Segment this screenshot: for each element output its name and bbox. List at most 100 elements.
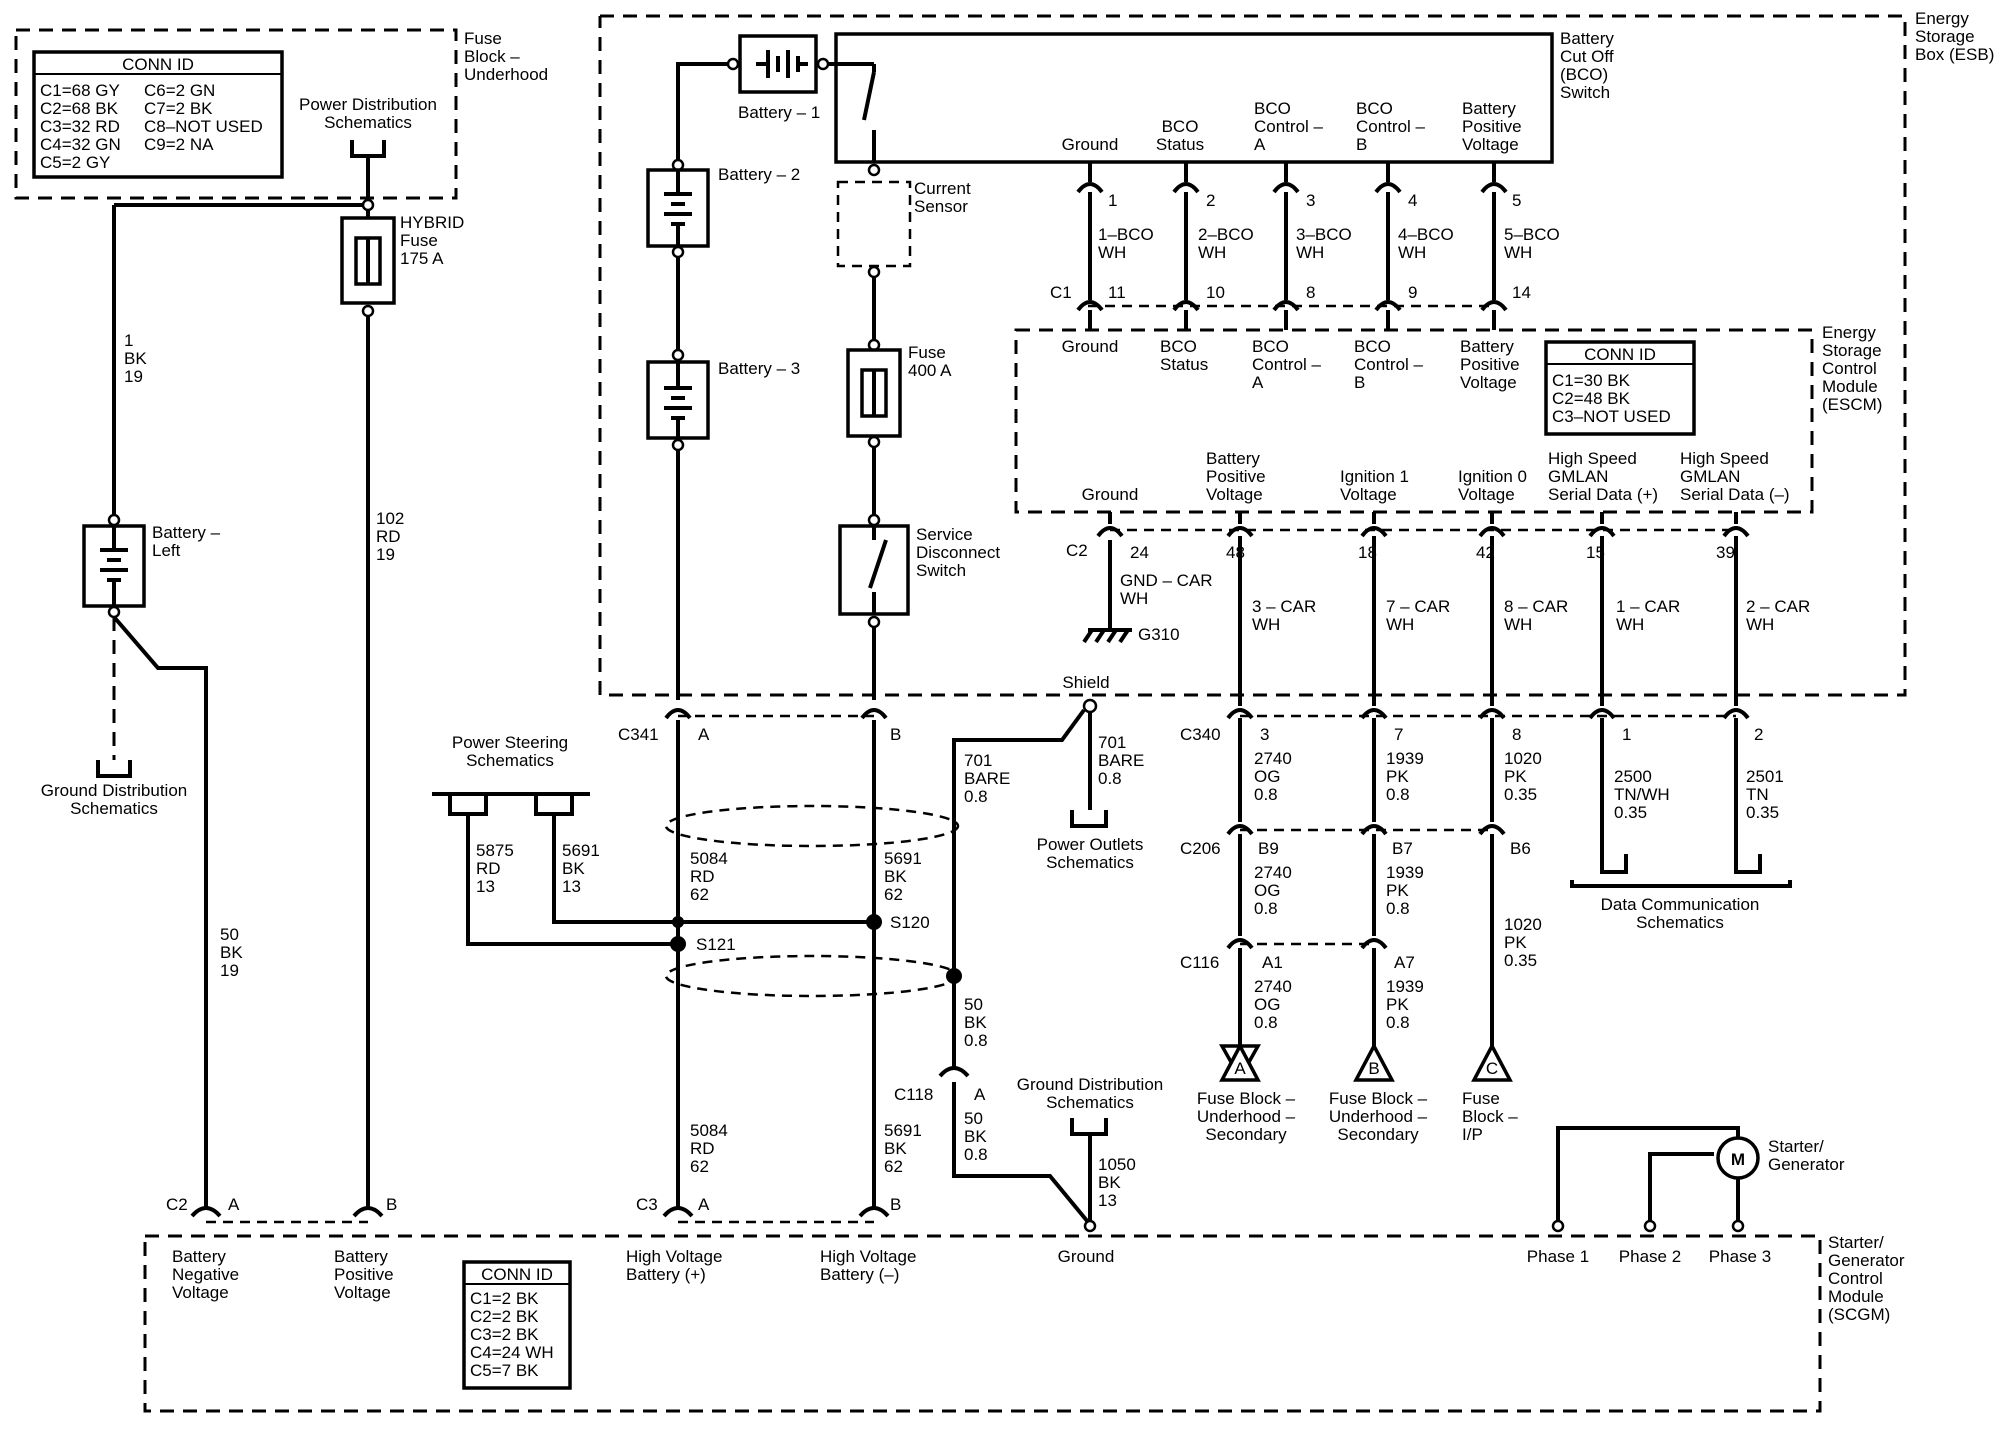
- motor-icon: [1716, 1136, 1760, 1180]
- splice-s120: [866, 914, 882, 930]
- bco-connector-arc-3: [1272, 182, 1300, 194]
- current-sensor-icon: [836, 180, 912, 268]
- escm-c2-arc-2: [1226, 526, 1254, 538]
- svg-text:B7: B7: [1392, 839, 1413, 858]
- escm-c2-arc-1: [1096, 526, 1124, 538]
- c340-label: C340: [1180, 725, 1221, 744]
- bco-pin-3: 3: [1306, 191, 1315, 210]
- bco-pin-2: 2: [1206, 191, 1215, 210]
- c1-connector-arc-2: [1172, 300, 1200, 312]
- svg-text:A: A: [698, 725, 710, 744]
- svg-text:Ground: Ground: [1082, 485, 1139, 504]
- svg-text:Ground: Ground: [1058, 1247, 1115, 1266]
- bco-wires: [1076, 162, 1508, 330]
- svg-text:B9: B9: [1258, 839, 1279, 858]
- escm-zone: [1014, 328, 1814, 514]
- svg-text:48: 48: [1226, 543, 1245, 562]
- bco-switch-icon: [836, 62, 881, 177]
- escm-c2-arc-4: [1478, 526, 1506, 538]
- svg-text:Phase 2: Phase 2: [1619, 1247, 1681, 1266]
- c340-wires: [664, 708, 1750, 1046]
- battery-2-label: Battery – 2: [718, 165, 800, 184]
- offpage-triangle-a: [1219, 1042, 1261, 1082]
- scgm-zone: [143, 1234, 1822, 1413]
- svg-text:8: 8: [1512, 725, 1521, 744]
- svg-text:Ground: Ground: [1062, 337, 1119, 356]
- svg-text:3: 3: [1260, 725, 1269, 744]
- battery-1-icon: [726, 34, 830, 94]
- battery-3-label: Battery – 3: [718, 359, 800, 378]
- splice-s120b: [672, 916, 684, 928]
- s120-label: S120: [890, 913, 930, 932]
- splice-top: [361, 198, 375, 212]
- svg-text:M: M: [1731, 1150, 1745, 1169]
- svg-text:24: 24: [1130, 543, 1149, 562]
- svg-text:A1: A1: [1262, 953, 1283, 972]
- c118-connector: [938, 1066, 970, 1078]
- scgm-c2-label: C2: [166, 1195, 188, 1214]
- bco-connector-arc-1: [1076, 182, 1104, 194]
- c1-connector-arc-3: [1272, 300, 1300, 312]
- svg-text:Phase 3: Phase 3: [1709, 1247, 1771, 1266]
- c116-arc-2: [1360, 938, 1388, 950]
- bco-connector-arc-4: [1374, 182, 1402, 194]
- offpage-b-label: Fuse Block –Underhood –Secondary: [1329, 1089, 1428, 1144]
- scgm-c3-label: C3: [636, 1195, 658, 1214]
- shield-ellipse-top: [664, 804, 960, 848]
- c206-arc-1: [1226, 824, 1254, 836]
- svg-text:B: B: [890, 725, 901, 744]
- c116-arc-1: [1226, 938, 1254, 950]
- svg-text:7: 7: [1394, 725, 1403, 744]
- svg-text:B: B: [890, 1195, 901, 1214]
- shield-terminal: [1082, 698, 1098, 714]
- ground-g310-icon: [1082, 628, 1132, 644]
- ground-g310-label: G310: [1138, 625, 1180, 644]
- offpage-triangle-c: [1471, 1042, 1513, 1082]
- c1-connector-label: C1: [1050, 283, 1072, 302]
- fuse-400-icon: [846, 338, 902, 449]
- bco-c1-pin-10: 10: [1206, 283, 1225, 302]
